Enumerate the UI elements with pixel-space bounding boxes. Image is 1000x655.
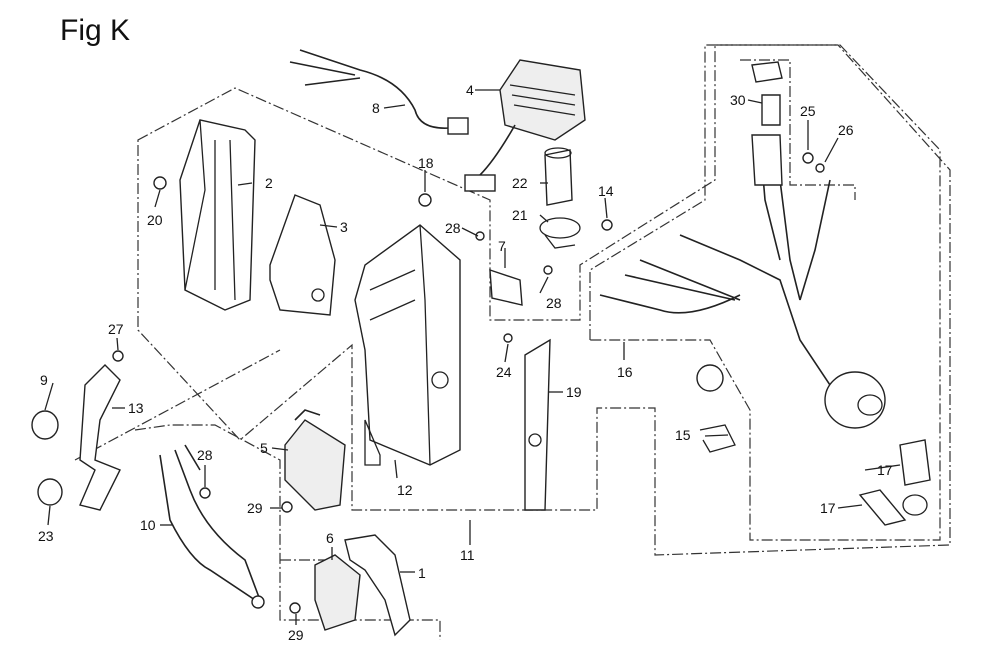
callout-26: 26 — [838, 122, 854, 138]
callout-27: 27 — [108, 321, 124, 337]
leader-lines — [44, 89, 901, 625]
callout-24: 24 — [496, 364, 512, 380]
callout-3: 3 — [340, 219, 348, 235]
callout-29-upper: 29 — [247, 500, 263, 516]
bracket — [269, 194, 336, 316]
callout-7: 7 — [498, 238, 506, 254]
callout-17-lower: 17 — [820, 500, 836, 516]
control-panel-box — [354, 224, 461, 466]
connector-4b — [464, 124, 516, 192]
callout-8: 8 — [372, 100, 380, 116]
callout-21: 21 — [512, 207, 528, 223]
key-lower — [858, 489, 928, 526]
callout-28-top: 28 — [445, 220, 461, 236]
panel-cover — [179, 119, 256, 311]
callout-4: 4 — [466, 82, 474, 98]
callout-labels: 1 2 3 4 5 6 7 8 9 10 11 12 13 14 15 16 1… — [38, 82, 893, 643]
callout-20: 20 — [147, 212, 163, 228]
figure-title: Fig K — [60, 14, 131, 47]
callout-1: 1 — [418, 565, 426, 581]
module-6 — [314, 554, 361, 631]
callout-17-upper: 17 — [877, 462, 893, 478]
group-outlines — [74, 44, 951, 640]
fasteners — [112, 152, 825, 614]
callout-11: 11 — [460, 547, 475, 563]
callout-9: 9 — [40, 372, 48, 388]
callout-23: 23 — [38, 528, 54, 544]
callout-15: 15 — [675, 427, 691, 443]
callout-22: 22 — [512, 175, 528, 191]
grommet-9 — [31, 410, 59, 440]
callout-10: 10 — [140, 517, 156, 533]
bracket-1 — [344, 534, 411, 637]
callout-28-right: 28 — [546, 295, 562, 311]
grommet-14 — [696, 364, 724, 392]
rectifier — [499, 59, 586, 141]
callout-19: 19 — [566, 384, 582, 400]
callout-13: 13 — [128, 400, 144, 416]
callout-29-lower: 29 — [288, 627, 304, 643]
ignition-switch — [824, 371, 886, 429]
outline-panel-group — [137, 44, 951, 556]
callout-16: 16 — [617, 364, 633, 380]
mounting-bracket — [79, 364, 121, 511]
callout-18: 18 — [418, 155, 434, 171]
callout-12: 12 — [397, 482, 413, 498]
callout-5: 5 — [260, 440, 268, 456]
plate — [489, 269, 523, 306]
fuse-holder — [544, 147, 573, 206]
cable-10 — [159, 444, 265, 609]
module-5 — [284, 409, 346, 511]
clamp — [539, 217, 581, 249]
fuse-box-30 — [751, 61, 783, 186]
outline-switch-box — [740, 59, 856, 200]
wire-harness-8 — [289, 49, 469, 135]
callout-25: 25 — [800, 103, 816, 119]
callout-30: 30 — [730, 92, 746, 108]
callout-28-left: 28 — [197, 447, 213, 463]
outline-wiring-group — [589, 44, 941, 541]
callout-14: 14 — [598, 183, 614, 199]
main-harness — [599, 139, 831, 386]
clip-15 — [699, 424, 736, 453]
callout-2: 2 — [265, 175, 273, 191]
callout-6: 6 — [326, 530, 334, 546]
outline-lower-left — [74, 349, 441, 640]
grommet-23 — [37, 478, 63, 506]
key-upper — [899, 439, 931, 486]
insulator-strip — [524, 338, 551, 511]
